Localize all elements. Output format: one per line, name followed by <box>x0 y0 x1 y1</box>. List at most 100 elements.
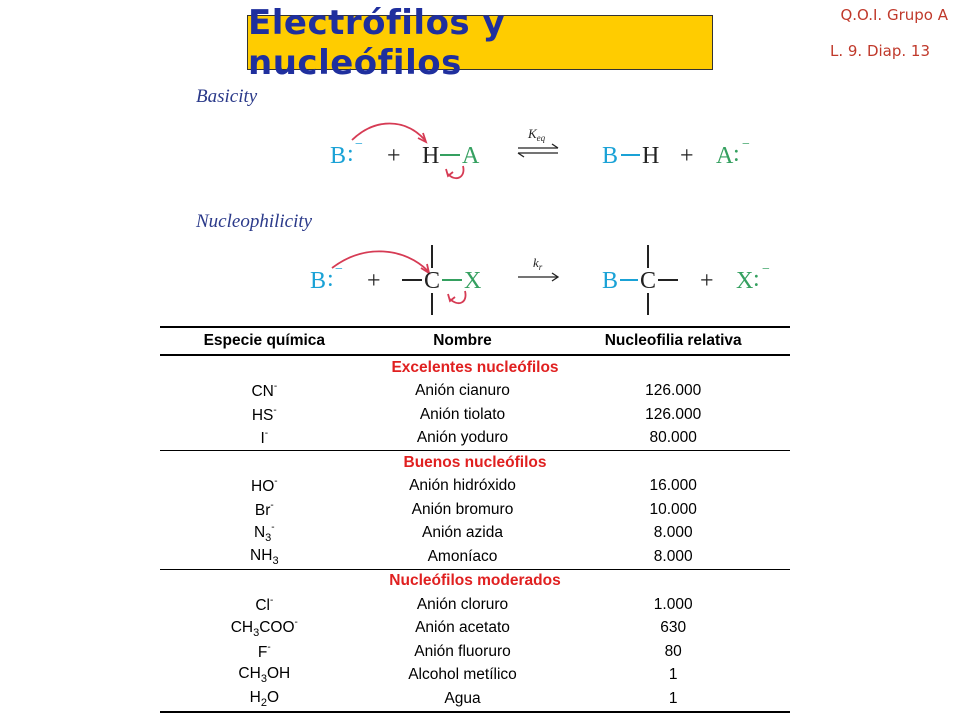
formula-subscript: 3 <box>272 554 279 567</box>
category-row: Buenos nucleófilos <box>160 450 790 475</box>
arrowhead-icon <box>517 152 525 158</box>
species-cell: Br- <box>160 498 369 522</box>
species-cell: H2O <box>160 687 369 713</box>
category-row: Excelentes nucleófilos <box>160 355 790 380</box>
charge: − <box>742 137 750 152</box>
atom-h: H <box>422 143 439 169</box>
name-cell: Anión fluoruro <box>414 642 511 660</box>
lone-pair: : <box>733 141 740 167</box>
value-cell: 80 <box>664 642 682 660</box>
atom-x: X <box>464 268 481 294</box>
species-cell: I- <box>160 427 369 451</box>
value-cell: 8.000 <box>653 547 693 565</box>
name-cell: Anión yoduro <box>416 429 509 447</box>
category-row: Nucleófilos moderados <box>160 568 790 593</box>
charge-superscript: - <box>273 404 277 416</box>
charge: − <box>762 262 770 277</box>
name-cell: Anión tiolato <box>419 405 506 423</box>
nucleophilicity-label: Nucleophilicity <box>196 211 313 232</box>
species-formula-rest: O <box>266 688 279 706</box>
category-label: Nucleófilos moderados <box>160 568 790 593</box>
species-formula: N <box>253 524 266 542</box>
nucleophilicity-svg: B : − + C X kr B C + X : − <box>310 245 770 315</box>
species-cell: N3- <box>160 522 369 546</box>
species-formula: CH <box>238 665 261 683</box>
base-b: B <box>310 268 326 294</box>
species-formula: F <box>257 643 268 661</box>
title-banner: Electrófilos y nucleófilos <box>247 3 713 83</box>
name-cell: Anión cianuro <box>415 382 510 400</box>
arrowhead-icon <box>417 132 428 144</box>
category-label: Excelentes nucleófilos <box>391 358 559 376</box>
atom-a: A <box>462 143 480 169</box>
species-cell: Cl- <box>160 593 369 617</box>
name-cell: Anión cloruro <box>416 595 509 613</box>
species-cell: CN- <box>160 380 369 404</box>
species-formula: Cl <box>255 596 270 614</box>
table-header-row: Especie química Nombre Nucleofilia relat… <box>160 326 790 356</box>
curved-arrow-icon <box>351 122 426 141</box>
species-formula: Br <box>254 501 271 519</box>
product-b: B <box>602 143 618 169</box>
species-formula: I <box>260 430 265 448</box>
curved-arrow-icon <box>449 290 467 305</box>
charge: − <box>355 137 363 152</box>
charge-superscript: - <box>274 476 278 488</box>
product-a: A <box>716 143 734 169</box>
lone-pair: : <box>753 266 760 292</box>
charge-superscript: - <box>270 499 274 511</box>
atom-c: C <box>424 268 440 294</box>
slide-number: L. 9. Diap. 13 <box>829 42 930 60</box>
plus-sign: + <box>367 268 381 294</box>
k-eq: Keq <box>527 126 546 143</box>
curved-arrow-icon <box>331 250 429 272</box>
nucleophilicity-table: Especie química Nombre Nucleofilia relat… <box>160 326 790 713</box>
charge-superscript: - <box>271 522 275 534</box>
species-formula: CN <box>251 383 274 401</box>
page-title: Electrófilos y nucleófilos <box>248 2 506 83</box>
species-formula: HO <box>251 478 275 496</box>
charge-superscript: - <box>273 381 278 393</box>
plus-sign: + <box>387 143 401 169</box>
charge-superscript: - <box>294 617 298 629</box>
name-cell: Anión azida <box>421 524 503 542</box>
value-cell: 10.000 <box>649 500 697 518</box>
species-formula: NH <box>250 546 273 564</box>
lone-pair: : <box>347 141 354 167</box>
product-b: B <box>602 268 618 294</box>
nucleophilicity-reaction: B : − + C X kr B C + X : − <box>290 243 790 323</box>
arrowhead-icon <box>447 293 456 303</box>
species-cell: HS- <box>160 403 369 427</box>
value-cell: 630 <box>660 619 687 637</box>
product-c: C <box>640 268 656 294</box>
name-cell: Anión hidróxido <box>409 477 516 495</box>
product-x: X <box>736 268 753 294</box>
value-cell: 16.000 <box>649 477 697 495</box>
species-cell: F- <box>160 640 369 664</box>
formula-subscript: 3 <box>260 673 267 686</box>
table-row: F- Anión fluoruro 80 <box>160 640 790 664</box>
charge-superscript: - <box>264 428 269 440</box>
value-cell: 1 <box>556 687 790 713</box>
arrowhead-icon <box>445 168 454 178</box>
charge-superscript: - <box>267 641 271 653</box>
charge: − <box>335 262 343 277</box>
base-b: B <box>330 143 346 169</box>
species-cell: HO- <box>160 475 369 499</box>
product-h: H <box>642 143 659 169</box>
formula-subscript: 2 <box>260 696 267 709</box>
species-cell: CH3COO- <box>160 617 369 641</box>
value-cell: 126.000 <box>645 405 702 423</box>
table-row: HO- Anión hidróxido 16.000 <box>160 475 790 499</box>
arrowhead-icon <box>551 143 559 149</box>
value-cell: 80.000 <box>649 429 697 447</box>
col-header-value: Nucleofilia relativa <box>556 326 790 356</box>
lone-pair: : <box>327 266 334 292</box>
